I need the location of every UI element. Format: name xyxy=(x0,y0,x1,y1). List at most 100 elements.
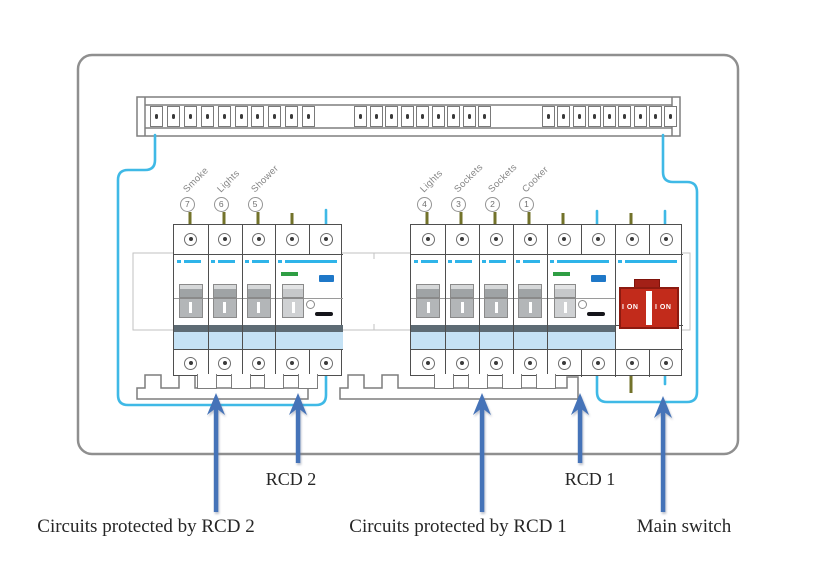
terminal-screw xyxy=(166,106,180,127)
main-switch-on-label: I ON xyxy=(655,304,672,311)
main-switch-on-label: I ON xyxy=(622,304,639,311)
terminal-screw-bottom xyxy=(455,356,469,370)
breaker-toggle xyxy=(212,298,237,318)
terminal-screw xyxy=(431,106,445,127)
rcd-toggle xyxy=(554,298,576,318)
main-switch-caption: Main switch xyxy=(636,516,732,537)
rcd-brand-tag xyxy=(319,275,335,282)
circuit-number-badge: 6 xyxy=(213,197,229,212)
phase-indicator-short xyxy=(516,260,520,263)
circuit-number-badge: 3 xyxy=(451,197,466,212)
neutral-bar-band xyxy=(174,332,343,349)
module-foot xyxy=(502,374,522,389)
terminal-screw xyxy=(633,106,647,127)
phase-indicator-long xyxy=(251,260,269,263)
arrow-main-switch xyxy=(654,396,672,512)
terminal-screw xyxy=(200,106,214,127)
breaker-toggle-cap xyxy=(246,284,271,298)
module-divider xyxy=(445,225,446,377)
terminal-screw-top xyxy=(489,232,503,246)
breaker-toggle-cap xyxy=(450,284,474,298)
module-foot xyxy=(196,374,217,389)
phase-indicator-short xyxy=(177,260,181,263)
terminal-screw-top xyxy=(659,232,673,246)
breaker-toggle xyxy=(246,298,271,318)
module-foot xyxy=(468,374,488,389)
terminal-screw-top xyxy=(625,232,639,246)
rcd2-caption: RCD 2 xyxy=(265,469,317,489)
terminal-screw xyxy=(664,106,677,127)
terminal-screw xyxy=(234,106,248,127)
left-group xyxy=(173,224,343,377)
module-divider xyxy=(513,225,514,377)
terminal-screw xyxy=(542,106,555,127)
breaker-toggle xyxy=(416,298,440,318)
terminal-screw-top xyxy=(285,232,299,246)
phase-indicator-short xyxy=(278,260,283,263)
rcd-green-indicator xyxy=(553,272,570,276)
phase-indicator-long xyxy=(489,260,506,263)
module-divider xyxy=(309,225,311,254)
module-divider xyxy=(241,225,243,377)
row-divider xyxy=(174,254,343,255)
phase-indicator-long xyxy=(523,260,540,263)
terminal-screw-top xyxy=(523,232,537,246)
circuit-number-badge: 2 xyxy=(485,197,500,212)
phase-indicator-short xyxy=(210,260,215,263)
rcd-toggle-cap xyxy=(282,284,305,298)
terminal-screw-bottom xyxy=(421,356,435,370)
rcd-test-button xyxy=(578,300,587,309)
terminal-screw xyxy=(268,106,282,127)
terminal-screw xyxy=(648,106,662,127)
terminal-screw-bottom xyxy=(184,356,198,370)
rcd-toggle-cap xyxy=(554,284,576,298)
breaker-toggle-cap xyxy=(416,284,440,298)
terminal-screw xyxy=(462,106,476,127)
terminal-screw xyxy=(572,106,586,127)
right-group: I ON I ON xyxy=(410,224,683,377)
module-divider xyxy=(547,225,548,377)
module-foot xyxy=(434,374,454,389)
phase-indicator-short xyxy=(414,260,418,263)
breaker-toggle-cap xyxy=(518,284,542,298)
circuit-number-badge: 5 xyxy=(247,197,263,212)
breaker-toggle-cap xyxy=(484,284,508,298)
terminal-screw-top xyxy=(591,232,605,246)
terminal-screw xyxy=(587,106,601,127)
terminal-screw-bottom xyxy=(625,356,639,370)
module-divider xyxy=(581,349,582,377)
module-divider xyxy=(581,225,582,254)
terminal-screw xyxy=(447,106,460,127)
rcd-rating-mark xyxy=(587,312,605,316)
circuit-number-badge: 7 xyxy=(179,197,195,212)
module-divider xyxy=(649,225,650,254)
phase-indicator-short xyxy=(244,260,249,263)
terminal-screw-top xyxy=(421,232,435,246)
terminal-screw-bottom xyxy=(591,356,605,370)
phase-indicator-short xyxy=(550,260,554,263)
terminal-screw xyxy=(354,106,367,127)
phase-indicator-long xyxy=(285,260,337,263)
rcd-green-indicator xyxy=(281,272,299,276)
rcd-brand-tag xyxy=(591,275,606,282)
terminal-screw-bottom xyxy=(319,356,333,370)
module-foot xyxy=(536,374,556,389)
breaker-toggle xyxy=(178,298,203,318)
arrow-circuits-rcd2 xyxy=(207,393,225,512)
terminal-screw xyxy=(302,106,316,127)
terminal-screw-bottom xyxy=(285,356,299,370)
phase-indicator-long xyxy=(625,260,677,263)
terminal-screw xyxy=(603,106,616,127)
module-foot xyxy=(298,374,319,389)
module-divider xyxy=(649,349,650,377)
rcd1-caption: RCD 1 xyxy=(564,469,616,489)
module-divider xyxy=(275,225,277,377)
terminal-screw-top xyxy=(252,232,265,246)
circuits-rcd1-caption: Circuits protected by RCD 1 xyxy=(349,516,567,537)
phase-indicator-long xyxy=(557,260,609,263)
row-divider xyxy=(174,349,343,350)
circuits-rcd2-caption: Circuits protected by RCD 2 xyxy=(37,516,255,537)
rcd-toggle xyxy=(282,298,305,318)
terminal-screw xyxy=(369,106,383,127)
terminal-screw xyxy=(217,106,231,127)
